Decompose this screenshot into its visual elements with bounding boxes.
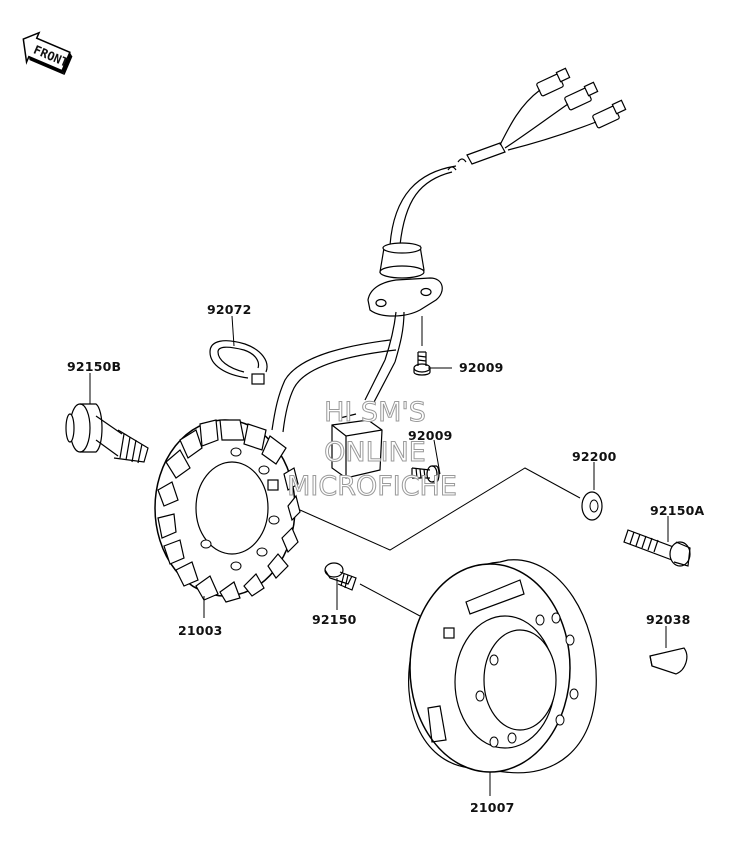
screw-92009-upper [413, 351, 431, 376]
screw-92009-lower [411, 465, 440, 483]
label-92009-lower: 92009 [408, 428, 453, 443]
label-92150B: 92150B [67, 359, 122, 374]
connector-plug-3 [592, 99, 627, 129]
stator-21003 [154, 419, 301, 603]
connector-plug-1 [536, 67, 571, 97]
clamp-92072 [209, 340, 268, 385]
wiring-harness [271, 67, 627, 433]
connector-plug-2 [564, 81, 599, 111]
label-92072: 92072 [207, 302, 252, 317]
label-21003: 21003 [178, 623, 223, 638]
label-92009-upper: 92009 [459, 360, 504, 375]
label-92150A: 92150A [650, 503, 705, 518]
label-21007: 21007 [470, 800, 515, 815]
watermark-line-1: HI SM'S [324, 397, 427, 428]
front-arrow-icon: FRONT [22, 31, 73, 76]
bolt-92150B [65, 403, 149, 464]
pickup-coil [331, 413, 383, 479]
watermark-line-3: MICROFICHE [287, 471, 458, 502]
rotor-21007 [408, 559, 597, 774]
key-92038 [649, 647, 688, 675]
bolt-92150A [623, 529, 691, 567]
leader-lines [89, 315, 669, 796]
washer-92200 [581, 491, 603, 521]
label-92200: 92200 [572, 449, 617, 464]
watermark-line-2: ONLINE [324, 437, 427, 468]
label-92150: 92150 [312, 612, 357, 627]
bolt-92150 [324, 562, 357, 591]
label-92038: 92038 [646, 612, 691, 627]
